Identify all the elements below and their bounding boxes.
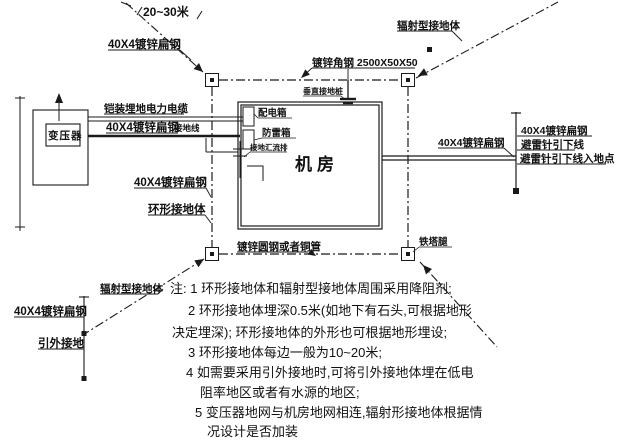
flat-steel-label-right-outer: 40X4镀锌扁钢 <box>521 124 588 137</box>
junction-dot <box>81 331 87 336</box>
note-line-3: 决定埋深); 环形接地体的外形也可根据地形埋设; <box>172 325 447 340</box>
armored-cable-run <box>88 116 243 122</box>
leader-lines-tr <box>397 30 463 42</box>
distribution-box-label: 配电箱 <box>258 107 287 119</box>
external-ground-line <box>79 296 89 380</box>
up-arrow-icon <box>55 93 63 103</box>
ring-material-label: 镀锌圆钢或者铜管 <box>237 240 321 253</box>
entry-point-dot <box>513 188 519 194</box>
flat-steel-run-right <box>382 155 516 161</box>
arrow-icon <box>418 68 428 76</box>
dimension-ticks <box>120 1 203 20</box>
note-line-7: 5 变压器地网与机房地网相连,辐射形接地体根据情 <box>195 405 482 420</box>
arrow-icon <box>193 63 203 72</box>
lightning-entry-label: 避雷针引下线入地点 <box>519 152 615 165</box>
lightning-down-line <box>511 112 521 192</box>
notes-block: 注: 1 环形接地体和辐射型接地体周围采用降阻剂; 2 环形接地体埋深0.5米(… <box>170 281 482 439</box>
right-label-leaders <box>438 135 606 165</box>
arrow-icon <box>307 248 316 256</box>
note-line-4: 3 环形接地体每边一般为10~20米; <box>188 345 382 360</box>
ring-ground-label: 环形接地体 <box>148 202 206 216</box>
tower-leg-leader <box>412 246 452 253</box>
flat-steel-label-transformer: 40X4镀锌扁钢 <box>106 120 179 134</box>
tower-leg-label: 铁塔腿 <box>419 236 448 248</box>
radial-ground-label-bottom: 辐射型接地体 <box>100 282 163 295</box>
box-label-leaders <box>253 113 296 141</box>
note-line-8: 况设计是否加装 <box>207 424 298 439</box>
note-line-6: 阻率地区或者有水源的地区; <box>200 385 360 400</box>
lightning-down-label: 避雷针引下线 <box>520 138 584 151</box>
run-label-underlines <box>104 113 184 134</box>
bottom-left-leaders <box>14 288 164 350</box>
distribution-box-symbol <box>242 106 255 127</box>
left-label-leaders <box>134 187 212 224</box>
indoor-boxes <box>242 106 255 150</box>
flat-steel-label-bottom-left: 40X4镀锌扁钢 <box>14 304 87 318</box>
note-line-1: 注: 1 环形接地体和辐射型接地体周围采用降阻剂; <box>170 281 452 296</box>
lightning-box-symbol <box>242 129 255 150</box>
machine-room-box <box>237 101 383 230</box>
flat-steel-label-left: 40X4镀锌扁钢 <box>134 175 207 189</box>
arrow-icon <box>423 265 432 275</box>
ground-busbar-label: 接地汇流排 <box>250 142 288 152</box>
note-line-2: 2 环形接地体埋深0.5米(如地下有石头,可根据地形 <box>188 303 472 318</box>
angle-steel-leader <box>302 67 415 80</box>
radial-electrode-top-left <box>125 2 204 73</box>
arrow-icon <box>301 69 310 78</box>
radial-ground-label-top: 辐射型接地体 <box>397 19 460 32</box>
external-ground-label: 引外接地 <box>38 336 84 350</box>
leader-lines-tl <box>108 49 192 61</box>
note-line-5: 4 如需要采用引外接地时,可将引外接地体埋在低电 <box>186 365 473 380</box>
armored-cable-label: 铠装埋地电力电缆 <box>103 102 188 115</box>
ground-wire-label: 接地线 <box>174 123 200 133</box>
machine-room-label: 机房 <box>295 154 339 174</box>
flat-steel-run <box>88 134 240 153</box>
arrow-icon <box>194 259 204 268</box>
span-dimension-label: 20~30米 <box>143 4 190 19</box>
radial-electrode-bottom-left <box>85 258 205 334</box>
radial-electrode-top-right <box>415 1 559 79</box>
left-boundary-line <box>15 96 60 231</box>
transformer-label: 变压器 <box>48 129 83 142</box>
transformer-box <box>32 109 89 186</box>
lightning-box-label: 防雷箱 <box>262 127 291 139</box>
junction-dot <box>427 47 432 52</box>
junction-dot <box>81 376 87 381</box>
busbar-leader <box>243 151 287 158</box>
angle-steel-label: 镀锌角钢 2500X50X50 <box>312 56 418 69</box>
ground-rod-symbol <box>340 80 356 105</box>
vertical-rod-label: 垂直接地桩 <box>303 86 343 96</box>
flat-steel-label-top-left: 40X4镀锌扁钢 <box>108 37 181 51</box>
radial-electrode-bottom-right <box>419 261 498 348</box>
corner-plates <box>205 73 415 261</box>
vertical-rod-leader <box>303 95 347 101</box>
flat-steel-label-right-inner: 40X4镀锌扁钢 <box>438 136 505 149</box>
